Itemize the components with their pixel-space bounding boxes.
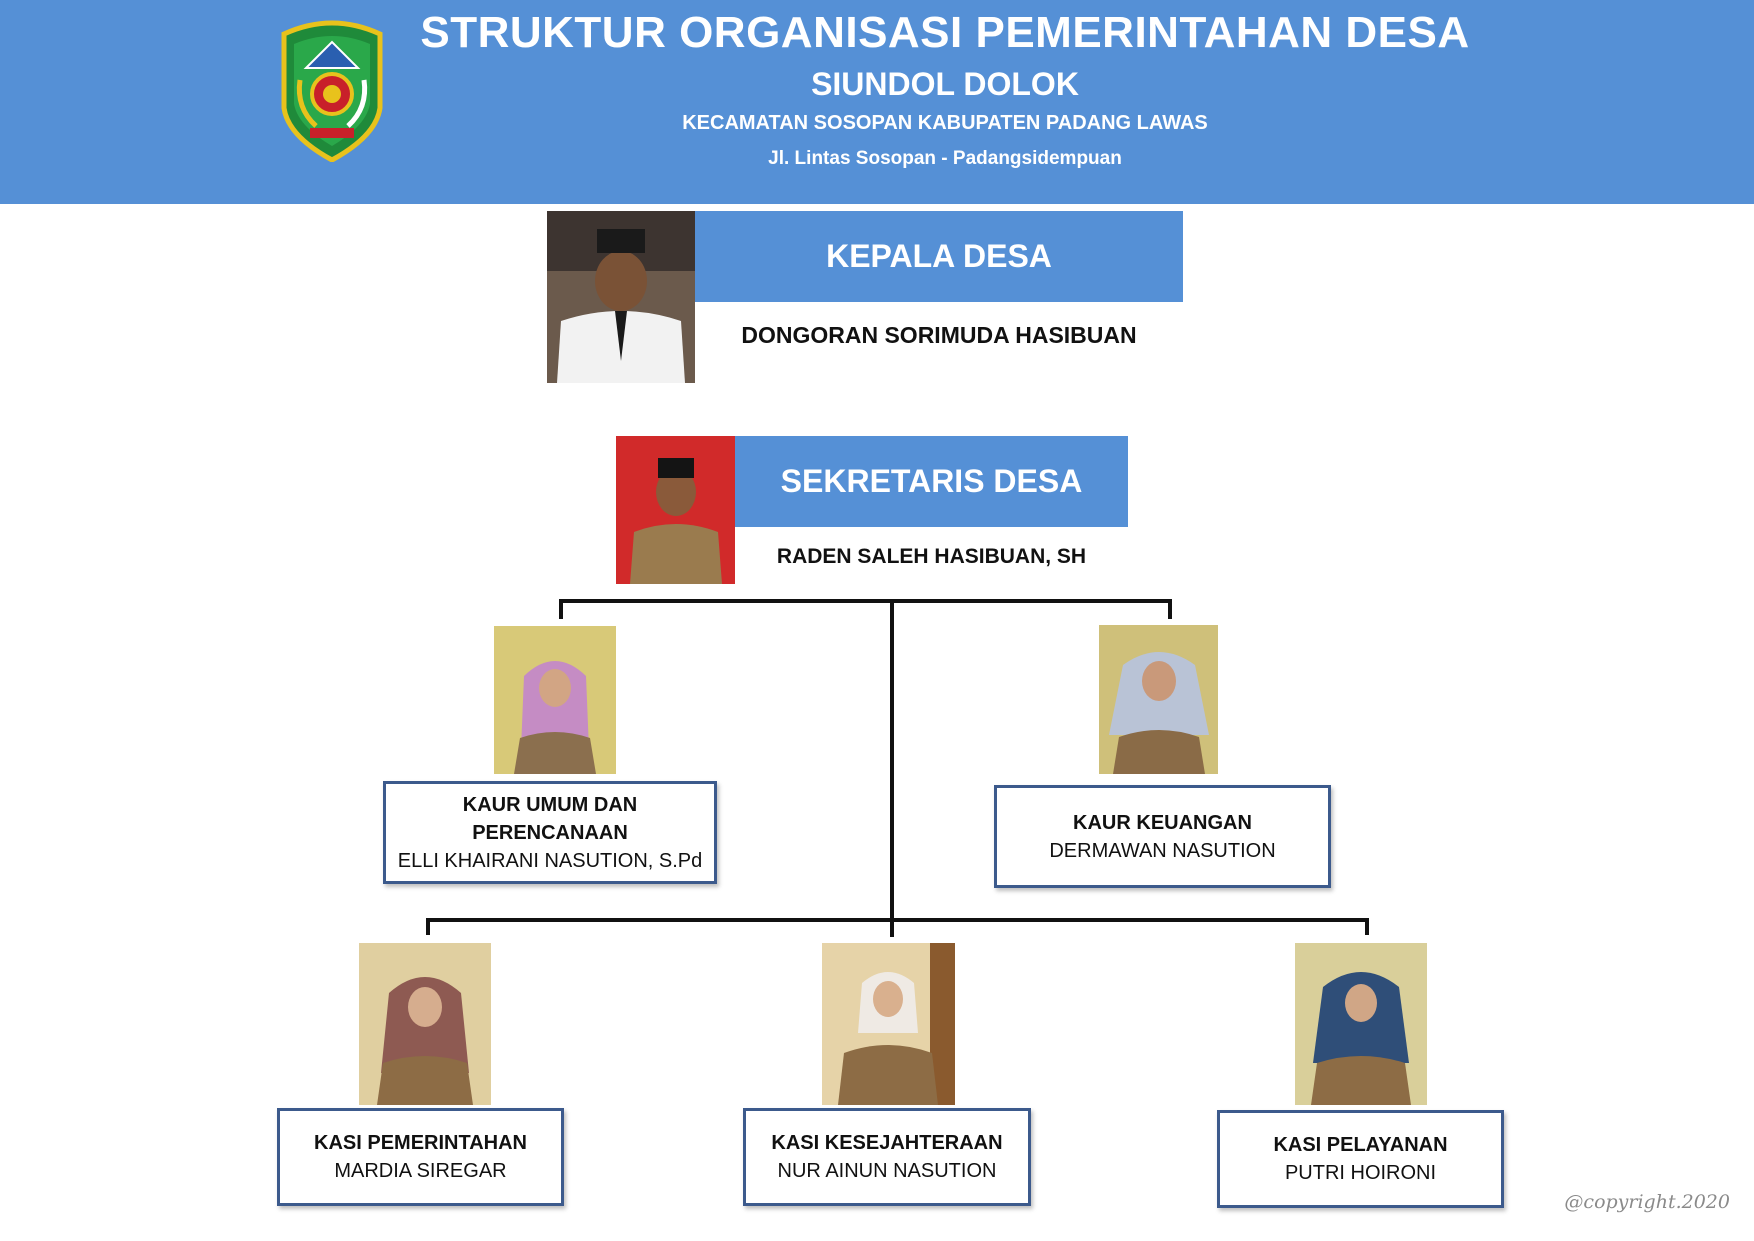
connector-kasi-left-drop bbox=[426, 918, 430, 935]
kasi-kesejahteraan-box: KASI KESEJAHTERAAN NUR AINUN NASUTION bbox=[743, 1108, 1031, 1206]
kaur-keuangan-role: KAUR KEUANGAN bbox=[1073, 811, 1252, 834]
connector-kasi-right-drop bbox=[1365, 918, 1369, 935]
head-role-banner: KEPALA DESA bbox=[695, 211, 1183, 302]
address-line: Jl. Lintas Sosopan - Padangsidempuan bbox=[768, 148, 1122, 169]
kasi-kesejahteraan-role: KASI KESEJAHTERAAN bbox=[771, 1132, 1003, 1154]
head-name: DONGORAN SORIMUDA HASIBUAN bbox=[741, 322, 1137, 348]
secretary-role-banner: SEKRETARIS DESA bbox=[735, 436, 1128, 527]
kaur-umum-photo bbox=[494, 626, 616, 774]
kasi-kesejahteraan-photo bbox=[822, 943, 955, 1105]
kaur-keuangan-box: KAUR KEUANGAN DERMAWAN NASUTION bbox=[994, 785, 1331, 888]
connector-kaur-left-drop bbox=[559, 599, 563, 619]
kasi-pelayanan-photo bbox=[1295, 943, 1427, 1105]
district-line: KECAMATAN SOSOPAN KABUPATEN PADANG LAWAS bbox=[682, 112, 1208, 134]
secretary-photo bbox=[616, 436, 735, 584]
connector-trunk bbox=[890, 600, 894, 937]
copyright-text: @copyright.2020 bbox=[1564, 1191, 1730, 1213]
kaur-umum-name: ELLI KHAIRANI NASUTION, S.Pd bbox=[397, 849, 703, 872]
kasi-kesejahteraan-name: NUR AINUN NASUTION bbox=[777, 1160, 997, 1182]
page-title: STRUKTUR ORGANISASI PEMERINTAHAN DESA bbox=[420, 8, 1470, 57]
kaur-umum-role-line1: KAUR UMUM DAN bbox=[462, 793, 638, 816]
village-name: SIUNDOL DOLOK bbox=[811, 66, 1079, 102]
kaur-keuangan-name: DERMAWAN NASUTION bbox=[1049, 839, 1276, 862]
kasi-pemerintahan-name: MARDIA SIREGAR bbox=[334, 1160, 507, 1182]
head-photo bbox=[547, 211, 695, 383]
kasi-pemerintahan-photo bbox=[359, 943, 491, 1105]
connector-kaur-bar bbox=[559, 599, 1172, 603]
regency-emblem-icon bbox=[276, 16, 388, 163]
kasi-pemerintahan-role: KASI PEMERINTAHAN bbox=[314, 1132, 527, 1154]
kasi-pelayanan-name: PUTRI HOIRONI bbox=[1284, 1162, 1437, 1184]
kaur-umum-role-line2: PERENCANAAN bbox=[472, 821, 628, 844]
secretary-name: RADEN SALEH HASIBUAN, SH bbox=[776, 545, 1087, 568]
kasi-pemerintahan-box: KASI PEMERINTAHAN MARDIA SIREGAR bbox=[277, 1108, 564, 1206]
kasi-pelayanan-box: KASI PELAYANAN PUTRI HOIRONI bbox=[1217, 1110, 1504, 1208]
kaur-keuangan-photo bbox=[1099, 625, 1218, 774]
connector-kasi-bar bbox=[426, 918, 1369, 922]
connector-kaur-right-drop bbox=[1168, 599, 1172, 619]
kaur-umum-box: KAUR UMUM DAN PERENCANAAN ELLI KHAIRANI … bbox=[383, 781, 717, 884]
kasi-pelayanan-role: KASI PELAYANAN bbox=[1273, 1134, 1448, 1156]
